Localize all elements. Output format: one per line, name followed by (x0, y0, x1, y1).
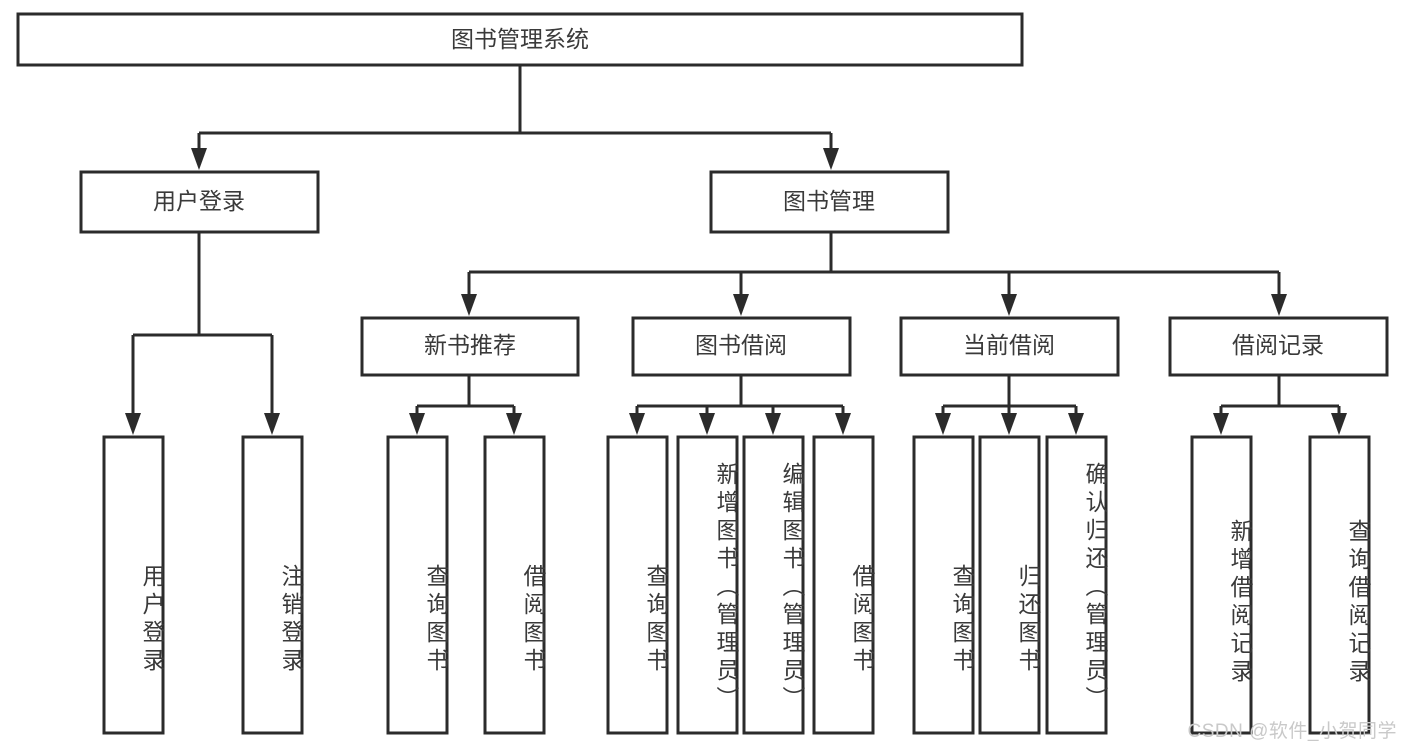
connector-newbook-to-leaves (409, 375, 522, 435)
connector-bookmgmt-to-level3 (461, 232, 1287, 316)
arrow-icon (629, 413, 645, 435)
arrow-icon (506, 413, 522, 435)
node-borrow-record[interactable]: 借阅记录 (1168, 316, 1389, 377)
csdn-watermark: CSDN @软件_小贺同学 (1187, 721, 1397, 742)
connector-root-to-level2 (191, 65, 839, 170)
arrow-icon (699, 413, 715, 435)
arrow-icon (733, 294, 749, 316)
arrow-icon (191, 148, 207, 170)
node-root-label: 图书管理系统 (451, 26, 589, 52)
node-borrow-record-label: 借阅记录 (1232, 332, 1324, 358)
leaf-node[interactable] (386, 435, 449, 735)
leaf-node[interactable] (676, 435, 739, 735)
arrow-icon (1271, 294, 1287, 316)
node-book-borrow[interactable]: 图书借阅 (631, 316, 852, 377)
leaf-node[interactable] (978, 435, 1041, 735)
leaf-node[interactable] (102, 435, 165, 735)
connector-current-to-leaves (935, 375, 1084, 435)
leaf-node[interactable] (241, 435, 304, 735)
leaf-node[interactable] (1045, 435, 1108, 735)
node-current-borrow[interactable]: 当前借阅 (899, 316, 1120, 377)
arrow-icon (1001, 294, 1017, 316)
leaf-node[interactable] (1308, 435, 1371, 735)
connector-record-to-leaves (1213, 375, 1347, 435)
leaf-node[interactable] (912, 435, 975, 735)
arrow-icon (264, 413, 280, 435)
leaf-node[interactable] (606, 435, 669, 735)
arrow-icon (1213, 413, 1229, 435)
leaf-node[interactable] (812, 435, 875, 735)
leaf-node[interactable] (742, 435, 805, 735)
node-user-login-label: 用户登录 (153, 188, 245, 214)
node-book-management[interactable]: 图书管理 (709, 170, 950, 234)
connector-userlogin-to-leaves (125, 232, 280, 435)
leaf-node[interactable] (1190, 435, 1253, 735)
arrow-icon (935, 413, 951, 435)
node-book-borrow-label: 图书借阅 (695, 332, 787, 358)
node-book-management-label: 图书管理 (783, 188, 875, 214)
node-root[interactable]: 图书管理系统 (16, 12, 1024, 67)
arrow-icon (1001, 413, 1017, 435)
arrow-icon (1068, 413, 1084, 435)
node-new-book-recommend-label: 新书推荐 (424, 332, 516, 358)
node-user-login[interactable]: 用户登录 (79, 170, 320, 234)
arrow-icon (125, 413, 141, 435)
arrow-icon (835, 413, 851, 435)
node-current-borrow-label: 当前借阅 (963, 332, 1055, 358)
connector-borrow-to-leaves (629, 375, 851, 435)
arrow-icon (1331, 413, 1347, 435)
node-new-book-recommend[interactable]: 新书推荐 (360, 316, 580, 377)
arrow-icon (823, 148, 839, 170)
arrow-icon (461, 294, 477, 316)
arrow-icon (409, 413, 425, 435)
arrow-icon (765, 413, 781, 435)
leaf-node[interactable] (483, 435, 546, 735)
